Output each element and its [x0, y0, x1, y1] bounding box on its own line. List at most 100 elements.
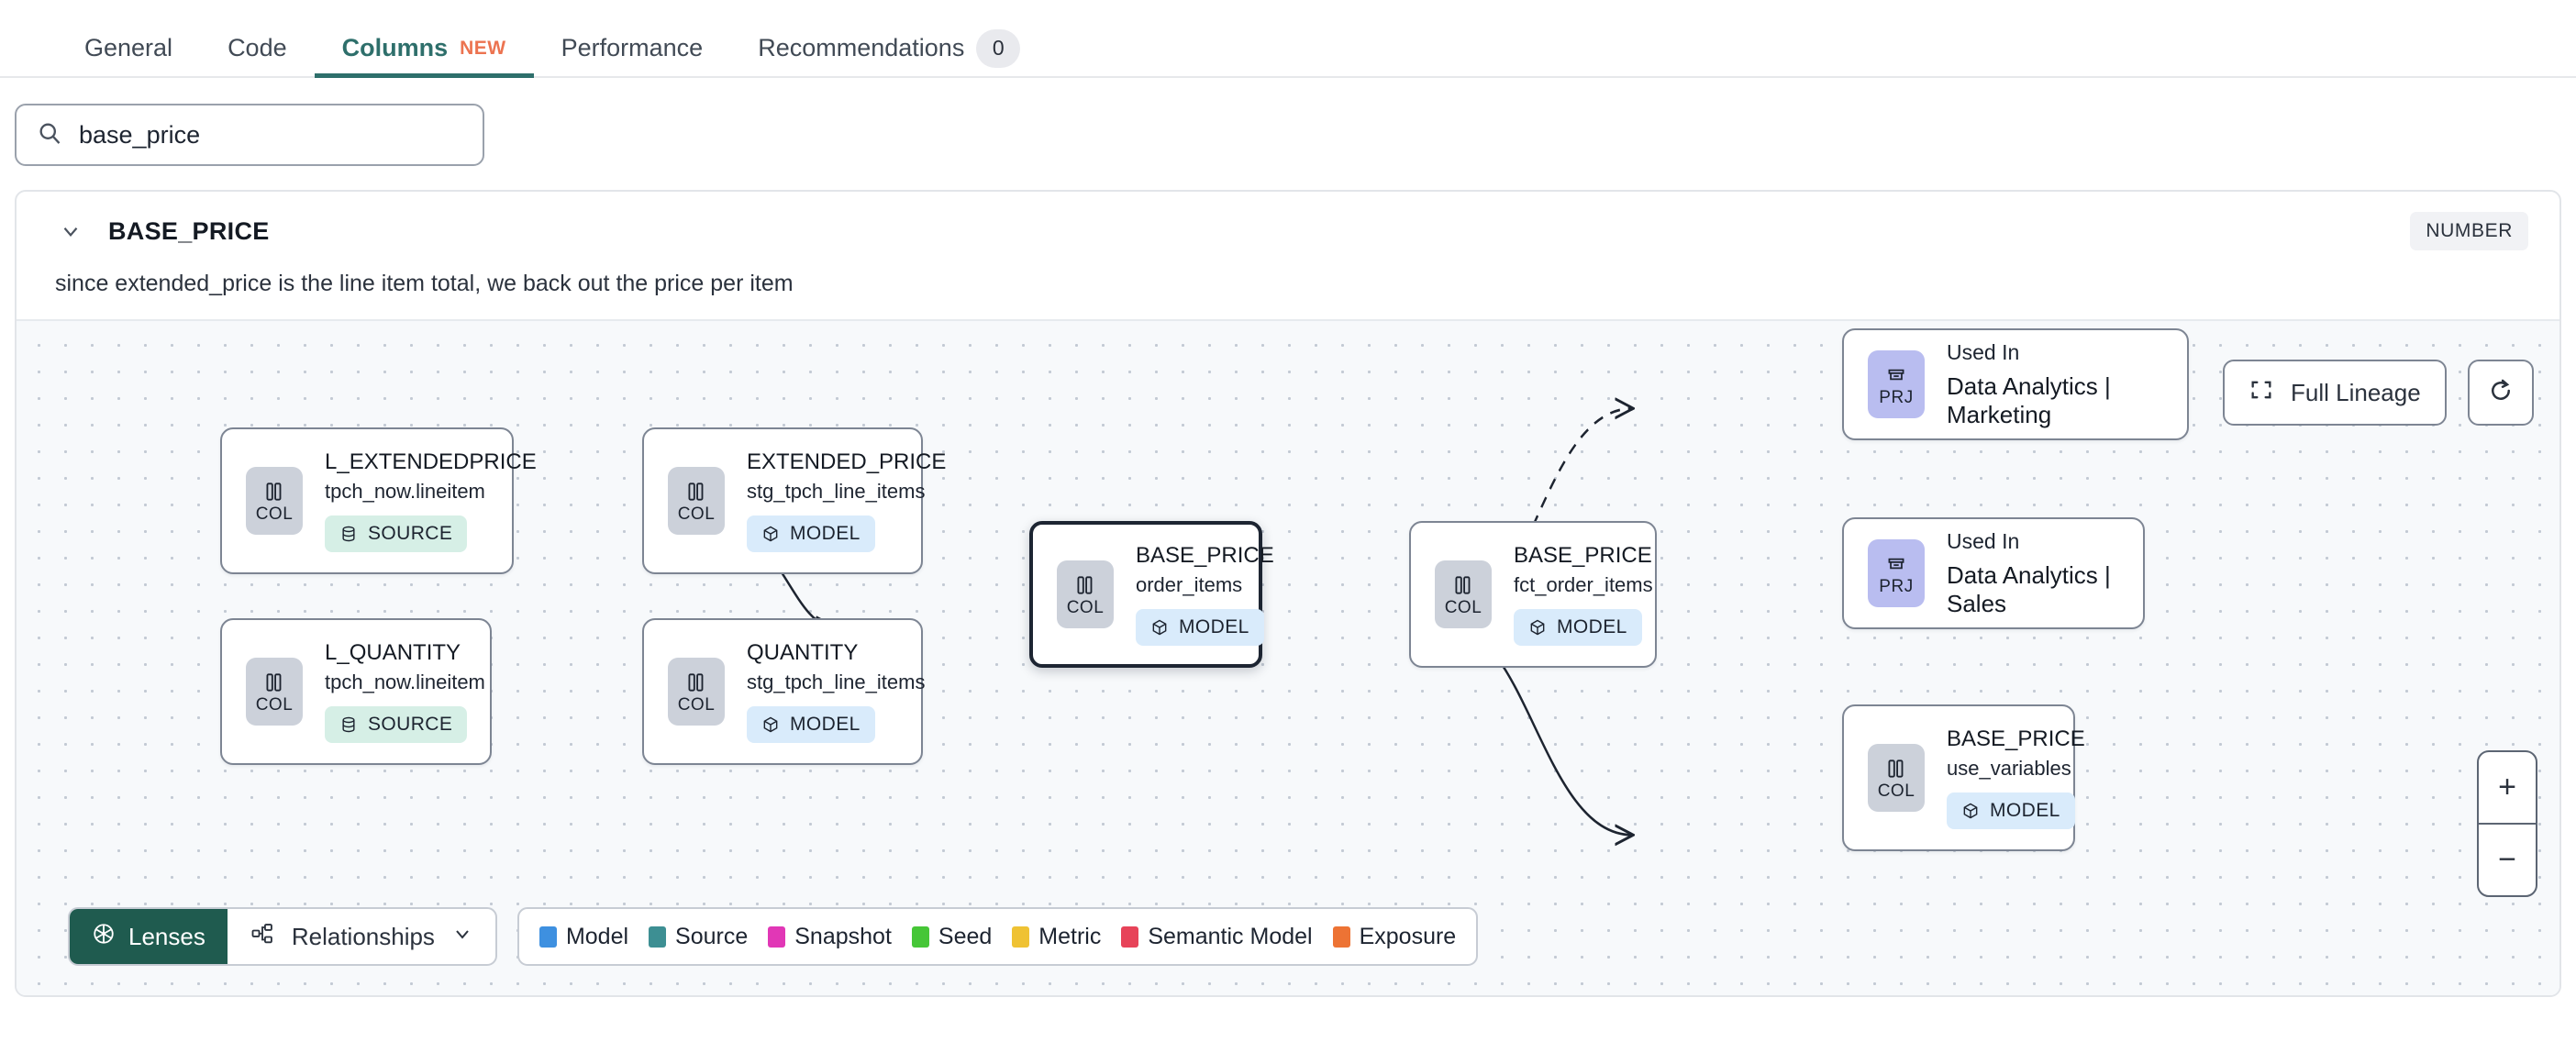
tab-code[interactable]: Code: [200, 0, 315, 76]
node-subtitle: order_items: [1136, 573, 1243, 596]
lineage-canvas[interactable]: COL L_EXTENDEDPRICE tpch_now.lineitem SO…: [17, 319, 2559, 995]
legend-item-metric: Metric: [1012, 924, 1101, 950]
lineage-node-quantity[interactable]: COL QUANTITY stg_tpch_line_items MODEL: [642, 618, 925, 765]
column-panel: BASE_PRICE NUMBER since extended_price i…: [15, 190, 2561, 997]
refresh-button[interactable]: [2468, 360, 2534, 426]
tab-recommendations[interactable]: Recommendations 0: [730, 0, 1048, 76]
legend-swatch: [649, 926, 667, 948]
lineage-node-l-extendedprice[interactable]: COL L_EXTENDEDPRICE tpch_now.lineitem SO…: [220, 427, 537, 574]
legend-item-exposure: Exposure: [1332, 923, 1457, 950]
node-type-badge: MODEL: [1136, 609, 1264, 646]
tab-performance[interactable]: Performance: [534, 0, 731, 76]
chip-label: COL: [677, 694, 716, 715]
node-type-badge-label: SOURCE: [368, 714, 453, 735]
legend-label: Seed: [938, 923, 993, 949]
tab-label: Performance: [561, 34, 704, 61]
node-type-badge-label: MODEL: [790, 714, 861, 735]
chevron-down-icon: [451, 923, 473, 951]
column-icon: COL: [668, 467, 725, 535]
node-subtitle: use_variables: [1947, 757, 2071, 780]
relationships-label: Relationships: [291, 922, 435, 950]
node-title: QUANTITY: [747, 640, 859, 665]
lenses-label: Lenses: [128, 922, 205, 950]
legend-swatch: [539, 926, 557, 948]
zoom-in-button[interactable]: +: [2479, 752, 2536, 825]
legend-item-snapshot: Snapshot: [768, 924, 892, 950]
node-title: L_EXTENDEDPRICE: [325, 449, 537, 474]
lineage-node-project-sales[interactable]: PRJ Used In Data Analytics | Sales: [1842, 517, 2145, 629]
node-type-legend: Model Source Snapshot Seed Metric: [516, 907, 1479, 966]
node-subtitle: tpch_now.lineitem: [325, 671, 485, 693]
relationships-icon: [250, 921, 275, 953]
aperture-icon: [92, 922, 116, 952]
node-title: EXTENDED_PRICE: [747, 449, 947, 474]
legend-item-seed: Seed: [911, 923, 993, 950]
node-subtitle: tpch_now.lineitem: [325, 480, 485, 503]
cube-icon: [763, 526, 778, 542]
project-icon: PRJ: [1868, 350, 1925, 418]
node-type-badge-label: MODEL: [1990, 800, 2060, 821]
chip-label: COL: [1444, 597, 1482, 617]
search-value: base_price: [79, 120, 201, 149]
node-title: Used In: [1947, 339, 2020, 364]
search-input[interactable]: base_price: [15, 104, 484, 166]
lineage-node-l-quantity[interactable]: COL L_QUANTITY tpch_now.lineitem SOURCE: [220, 618, 492, 765]
tab-bar: General Code Columns NEW Performance Rec…: [0, 0, 2576, 78]
tab-general[interactable]: General: [57, 0, 200, 76]
lineage-node-project-marketing[interactable]: PRJ Used In Data Analytics | Marketing: [1842, 328, 2189, 440]
node-title: Used In: [1947, 528, 2020, 553]
full-lineage-button[interactable]: Full Lineage: [2223, 360, 2447, 426]
legend-label: Exposure: [1359, 923, 1457, 949]
legend-item-source: Source: [649, 924, 748, 950]
legend-label: Metric: [1038, 923, 1102, 949]
legend-swatch: [1121, 926, 1139, 948]
legend-swatch: [768, 926, 786, 948]
search-icon: [37, 120, 62, 150]
lineage-node-base-price-fct-order-items[interactable]: COL BASE_PRICE fct_order_items MODEL: [1409, 521, 1657, 668]
lineage-node-base-price-order-items[interactable]: COL BASE_PRICE order_items MODEL: [1029, 521, 1274, 668]
database-icon: [342, 716, 355, 733]
node-subtitle: Data Analytics | Marketing: [1947, 371, 2111, 428]
relationships-dropdown[interactable]: Relationships: [228, 909, 495, 964]
cube-icon: [1963, 803, 1978, 819]
legend-label: Snapshot: [794, 923, 892, 949]
legend-item-semantic-model: Semantic Model: [1121, 924, 1313, 950]
node-type-badge: MODEL: [747, 706, 875, 743]
tab-label: Code: [228, 34, 287, 61]
chip-label: PRJ: [1879, 576, 1914, 596]
node-title: L_QUANTITY: [325, 640, 461, 665]
expand-icon: [2248, 377, 2274, 409]
lineage-node-base-price-use-variables[interactable]: COL BASE_PRICE use_variables MODEL: [1842, 704, 2085, 851]
node-subtitle: stg_tpch_line_items: [747, 480, 926, 503]
node-type-badge-label: MODEL: [1557, 616, 1627, 637]
lenses-button[interactable]: Lenses: [70, 909, 228, 964]
lineage-node-extended-price[interactable]: COL EXTENDED_PRICE stg_tpch_line_items M…: [642, 427, 946, 574]
node-subtitle: Data Analytics | Sales: [1947, 560, 2111, 617]
recommendations-count-badge: 0: [976, 28, 1021, 68]
node-title: BASE_PRICE: [1514, 543, 1652, 568]
column-icon: COL: [668, 658, 725, 726]
chip-label: COL: [1877, 781, 1915, 801]
legend-swatch: [1012, 926, 1030, 948]
chevron-down-icon[interactable]: [59, 219, 83, 243]
column-icon: COL: [246, 658, 303, 726]
data-type-badge: NUMBER: [2410, 212, 2528, 250]
node-type-badge-label: MODEL: [1179, 616, 1249, 637]
column-icon: COL: [246, 467, 303, 535]
node-type-badge-label: SOURCE: [368, 523, 453, 544]
chip-label: COL: [677, 504, 716, 524]
page-title: BASE_PRICE: [108, 216, 270, 245]
chip-label: COL: [255, 504, 294, 524]
node-title: BASE_PRICE: [1136, 543, 1274, 568]
node-type-badge: MODEL: [747, 515, 875, 552]
tab-columns[interactable]: Columns NEW: [314, 0, 534, 78]
column-icon: COL: [1435, 560, 1492, 628]
chip-label: PRJ: [1879, 387, 1914, 407]
node-title: BASE_PRICE: [1947, 726, 2085, 751]
cube-icon: [1530, 619, 1545, 636]
chip-label: COL: [255, 694, 294, 715]
zoom-out-button[interactable]: −: [2498, 842, 2516, 877]
zoom-controls[interactable]: + −: [2477, 750, 2537, 897]
cube-icon: [763, 716, 778, 733]
node-type-badge: SOURCE: [325, 706, 468, 743]
